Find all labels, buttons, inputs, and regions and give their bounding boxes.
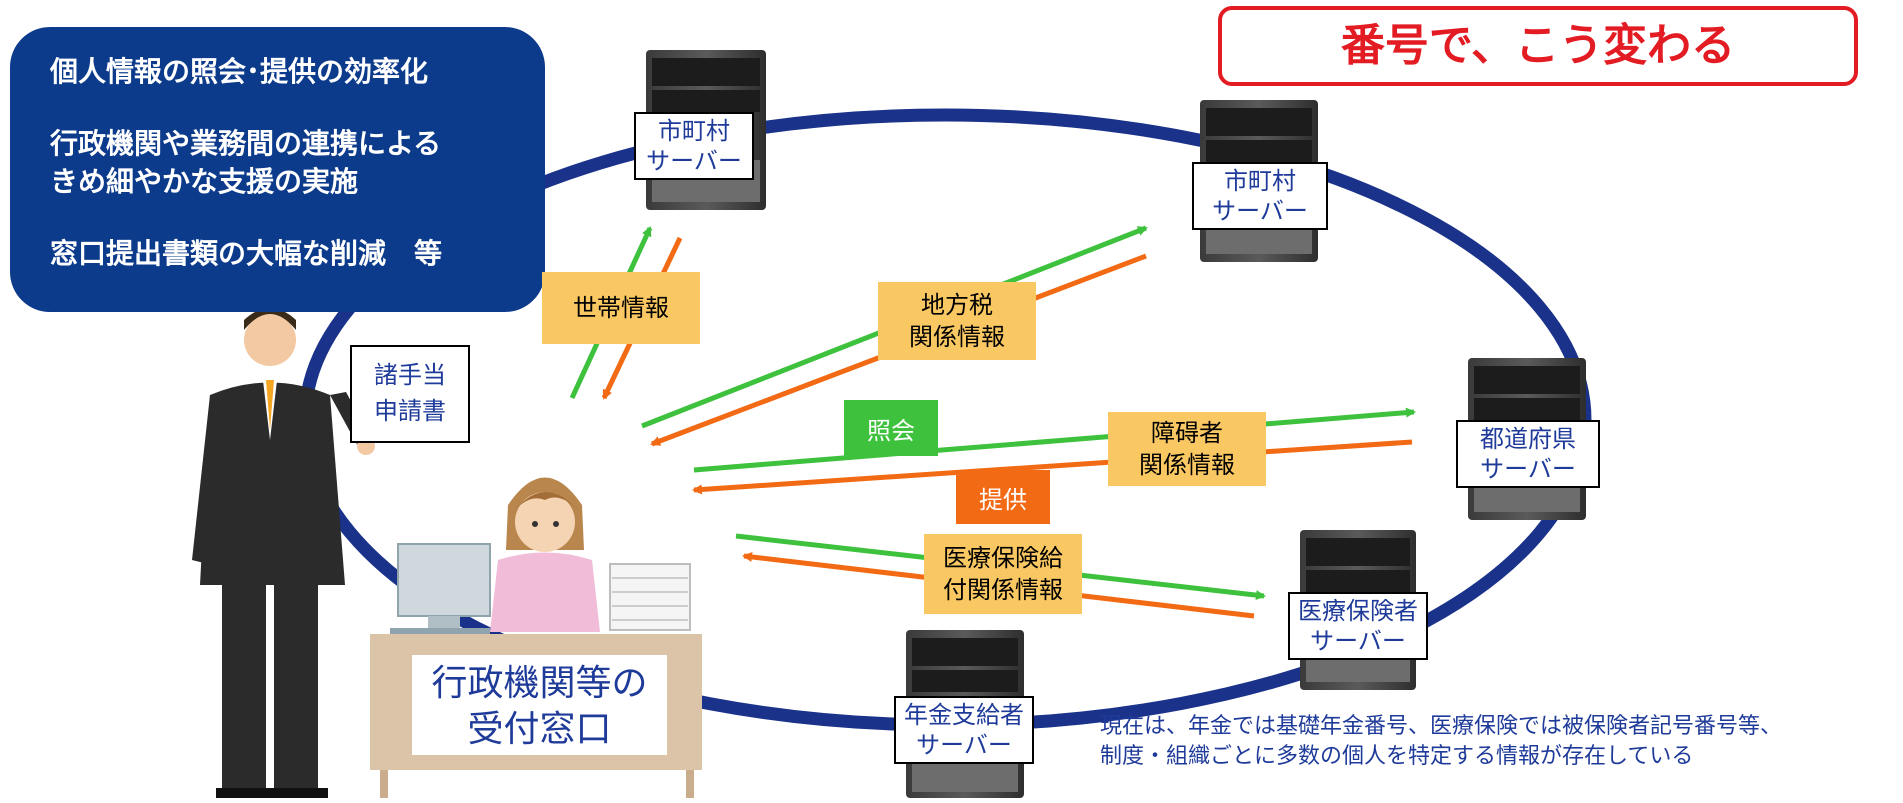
server-label-municipal-1-line-2: サーバー xyxy=(646,147,742,175)
info-label-disability: 障碍者 関係情報 xyxy=(1108,412,1266,486)
server-label-pension-line-2: サーバー xyxy=(916,731,1012,759)
footnote-line-2: 制度・組織ごとに多数の個人を特定する情報が存在している xyxy=(1100,744,1694,769)
server-label-municipal-2-line-1: 市町村 xyxy=(1224,167,1296,195)
benefits-panel: 個人情報の照会･提供の効率化 行政機関や業務間の連携による きめ細やかな支援の実… xyxy=(10,27,545,312)
tag-provision: 提供 xyxy=(956,470,1050,524)
application-form-line-1: 諸手当 xyxy=(374,361,446,389)
benefit-item-2-line-1: 行政機関や業務間の連携による xyxy=(50,127,442,160)
reception-counter-line-2: 受付窓口 xyxy=(467,709,612,750)
reception-counter-line-1: 行政機関等の xyxy=(431,663,648,704)
arrow-disability-provision xyxy=(692,439,1413,495)
application-form: 諸手当 申請書 xyxy=(350,345,470,443)
benefit-item-2-line-2: きめ細やかな支援の実施 xyxy=(50,165,359,198)
server-label-pension: 年金支給者 サーバー xyxy=(894,696,1034,764)
info-label-medical-benefit-line-1: 医療保険給 xyxy=(943,544,1063,572)
benefit-item-3: 窓口提出書類の大幅な削減 等 xyxy=(50,237,443,270)
info-label-local-tax-line-1: 地方税 xyxy=(921,291,993,319)
page-title: 番号で、こう変わる xyxy=(1218,6,1858,86)
server-label-municipal-1-line-1: 市町村 xyxy=(658,117,730,145)
info-label-household: 世帯情報 xyxy=(542,272,700,344)
server-label-municipal-2-line-2: サーバー xyxy=(1212,197,1308,225)
tag-inquiry: 照会 xyxy=(844,400,938,456)
info-label-medical-benefit: 医療保険給 付関係情報 xyxy=(924,534,1082,614)
server-label-municipal-2: 市町村 サーバー xyxy=(1192,162,1328,230)
server-label-prefecture-line-2: サーバー xyxy=(1480,455,1576,483)
server-label-prefecture-line-1: 都道府県 xyxy=(1480,425,1576,453)
receptionist-woman-illustration xyxy=(490,477,600,632)
benefit-item-1: 個人情報の照会･提供の効率化 xyxy=(50,55,429,88)
footnote: 現在は、年金では基礎年金番号、医療保険では被保険者記号番号等、 制度・組織ごとに… xyxy=(1100,712,1782,772)
server-label-medical-insurer-line-2: サーバー xyxy=(1310,627,1406,655)
info-label-household-text: 世帯情報 xyxy=(573,294,669,322)
arrow-disability-inquiry xyxy=(693,407,1416,473)
footnote-line-1: 現在は、年金では基礎年金番号、医療保険では被保険者記号番号等、 xyxy=(1100,714,1783,739)
info-label-disability-line-1: 障碍者 xyxy=(1151,419,1223,447)
server-label-medical-insurer-line-1: 医療保険者 xyxy=(1298,597,1418,625)
application-form-line-2: 申請書 xyxy=(374,397,446,425)
server-label-prefecture: 都道府県 サーバー xyxy=(1456,420,1600,488)
info-label-medical-benefit-line-2: 付関係情報 xyxy=(943,576,1063,604)
server-label-pension-line-1: 年金支給者 xyxy=(904,701,1024,729)
applicant-man-illustration xyxy=(192,308,375,798)
info-label-disability-line-2: 関係情報 xyxy=(1139,451,1235,479)
server-label-municipal-1: 市町村 サーバー xyxy=(634,112,754,180)
info-label-local-tax: 地方税 関係情報 xyxy=(878,282,1036,360)
server-label-medical-insurer: 医療保険者 サーバー xyxy=(1288,592,1428,660)
info-label-local-tax-line-2: 関係情報 xyxy=(909,323,1005,351)
reception-counter-label: 行政機関等の 受付窓口 xyxy=(412,655,667,755)
